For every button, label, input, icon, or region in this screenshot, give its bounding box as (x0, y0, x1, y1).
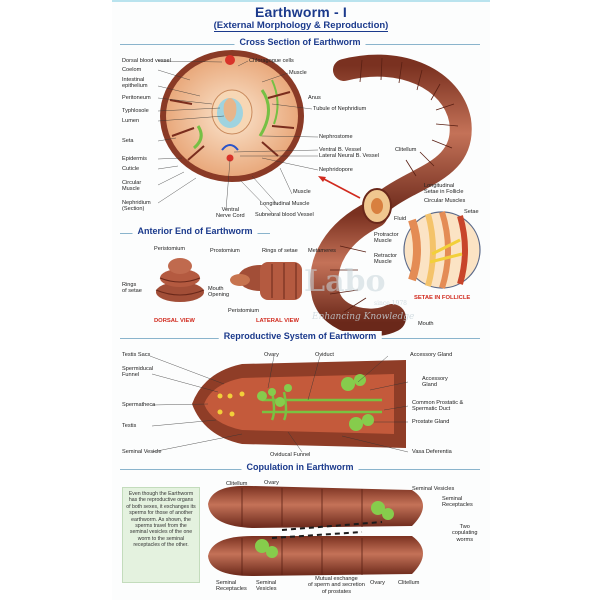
label-seminal-receptacles-bottom: Seminal Receptacles (216, 580, 247, 593)
label-spermatheca: Spermatheca (122, 402, 156, 408)
label-clitellum-bottom: Clitellum (398, 580, 420, 586)
label-lumen: Lumen (122, 118, 140, 124)
label-seminal-vesicles-bottom: Seminal Vesicles (256, 580, 277, 593)
label-testis-sacs: Testis Sacs (122, 352, 151, 358)
label-common-prostatic-duct: Common Prostatic & Spermatic Duct (412, 400, 464, 413)
earthworm-illustration (310, 54, 472, 337)
label-vasa-deferentia: Vasa Deferentia (412, 449, 452, 455)
label-seminal-vesicle: Seminal Vesicle (122, 449, 162, 455)
label-mouth-opening: Mouth Opening (208, 286, 230, 299)
label-nephridopore: Nephridopore (319, 167, 353, 173)
label-anus: Anus (308, 95, 321, 101)
label-fluid: Fluid (394, 216, 407, 222)
chart-poster: Earthworm - I (External Morphology & Rep… (112, 0, 490, 600)
label-peritoneum: Peritoneum (122, 95, 151, 101)
label-spermiducal-funnel: Spermiducal Funnel (122, 366, 154, 379)
anterior-heading: Anterior End of Earthworm (132, 226, 258, 236)
reproductive-heading: Reproductive System of Earthworm (218, 331, 382, 341)
label-dorsal-view: DORSAL VIEW (154, 318, 195, 324)
label-mouth: Mouth (418, 321, 434, 327)
label-accessory-gland: Accessory Gland (422, 376, 448, 389)
label-circular-muscle: Circular Muscle (122, 180, 142, 193)
label-retractor-muscle: Retractor Muscle (374, 253, 398, 266)
copulation-description: Even though the Earthworm has the reprod… (122, 487, 200, 583)
label-prostomium: Prostomium (210, 248, 240, 254)
label-lateral-view: LATERAL VIEW (256, 318, 299, 324)
label-oviduct: Oviduct (315, 352, 334, 358)
label-coelom: Coelom (122, 67, 142, 73)
label-ovary: Ovary (264, 352, 279, 358)
label-two-copulating-worms: Two copulating worms (452, 524, 478, 543)
label-longitudinal-setae: Longitudinal Setae in Follicle (424, 183, 464, 196)
label-chloragogue-cells: Chloragogue cells (249, 58, 294, 64)
label-peristomium-bottom: Peristomium (228, 308, 260, 314)
label-nephridium: Nephridium (Section) (122, 200, 151, 213)
anterior-lateral-illustration (230, 262, 302, 300)
label-dorsal-blood-vessel: Dorsal blood vessel (122, 58, 171, 64)
label-clitellum: Clitellum (395, 147, 417, 153)
label-ovary-bottom: Ovary (370, 580, 385, 586)
illustrations (149, 50, 481, 576)
label-cuticle: Cuticle (122, 166, 140, 172)
cross-section-diagram (157, 50, 319, 216)
label-setae-in-follicle: SETAE IN FOLLICLE (414, 295, 471, 301)
label-testis: Testis (122, 423, 137, 429)
label-muscle-bottom: Muscle (293, 189, 311, 195)
anterior-dorsal-illustration (155, 258, 205, 302)
cross-section-banner: Cross Section of Earthworm (120, 37, 480, 57)
label-seminal-receptacles-right: Seminal Receptacles (442, 496, 473, 509)
watermark-brand: Labo (304, 264, 386, 299)
anterior-banner: Anterior End of Earthworm (120, 226, 270, 246)
label-seta: Seta (122, 138, 134, 144)
label-intestinal-epithelium: Intestinal epithelium (122, 77, 148, 90)
chart-subtitle-text: (External Morphology & Reproduction) (213, 20, 389, 32)
chart-title: Earthworm - I (254, 4, 348, 20)
watermark-small: since 1978 (374, 300, 407, 307)
label-metameres: Metameres (308, 248, 336, 254)
label-nephrostome: Nephrostome (319, 134, 353, 140)
label-rings-of-setae-left: Rings of setae (122, 282, 142, 295)
label-peristomium: Peristomium (154, 246, 186, 252)
copulation-diagram (208, 485, 423, 576)
label-ventral-nerve-cord: Ventral Nerve Cord (216, 207, 245, 220)
label-ventral-b-vessel: Ventral B. Vessel (319, 147, 362, 153)
label-accessory-gland-top: Accessory Gland (410, 352, 453, 358)
chart-subtitle: (External Morphology & Reproduction) (112, 20, 490, 32)
label-tubule-nephridium: Tubule of Nephridium (313, 106, 367, 112)
setae-follicle-diagram (403, 211, 481, 289)
watermark-tagline: Enhancing Knowledge (312, 312, 415, 322)
label-mutual-exchange: Mutual exchange of sperm and secretion o… (308, 576, 365, 595)
label-rings-of-setae-top: Rings of setae (262, 248, 298, 254)
label-oviducal-funnel: Oviducal Funnel (270, 452, 311, 458)
label-epidermis: Epidermis (122, 156, 147, 162)
cross-section-heading: Cross Section of Earthworm (234, 37, 366, 47)
label-clitellum-left: Clitellum (226, 481, 248, 487)
label-ovary-top: Ovary (264, 480, 279, 486)
copulation-banner: Copulation in Earthworm (120, 462, 480, 482)
label-setae: Setae (464, 209, 479, 215)
reproductive-banner: Reproductive System of Earthworm (120, 331, 480, 351)
label-longitudinal-muscle: Longitudinal Muscle (260, 201, 310, 207)
label-subneural-vessel: Subneural blood Vessel (255, 212, 314, 218)
label-typhlosole: Typhlosole (122, 108, 149, 114)
copulation-heading: Copulation in Earthworm (241, 462, 359, 472)
label-prostate-gland: Prostate Gland (412, 419, 450, 425)
label-protractor-muscle: Protractor Muscle (374, 232, 399, 245)
label-circular-muscles: Circular Muscles (424, 198, 466, 204)
label-lateral-neural-vessel: Lateral Neural B. Vessel (319, 153, 380, 159)
label-muscle-top: Muscle (289, 70, 307, 76)
label-seminal-vesicles: Seminal Vesicles (412, 486, 455, 492)
reproductive-diagram (149, 355, 409, 453)
